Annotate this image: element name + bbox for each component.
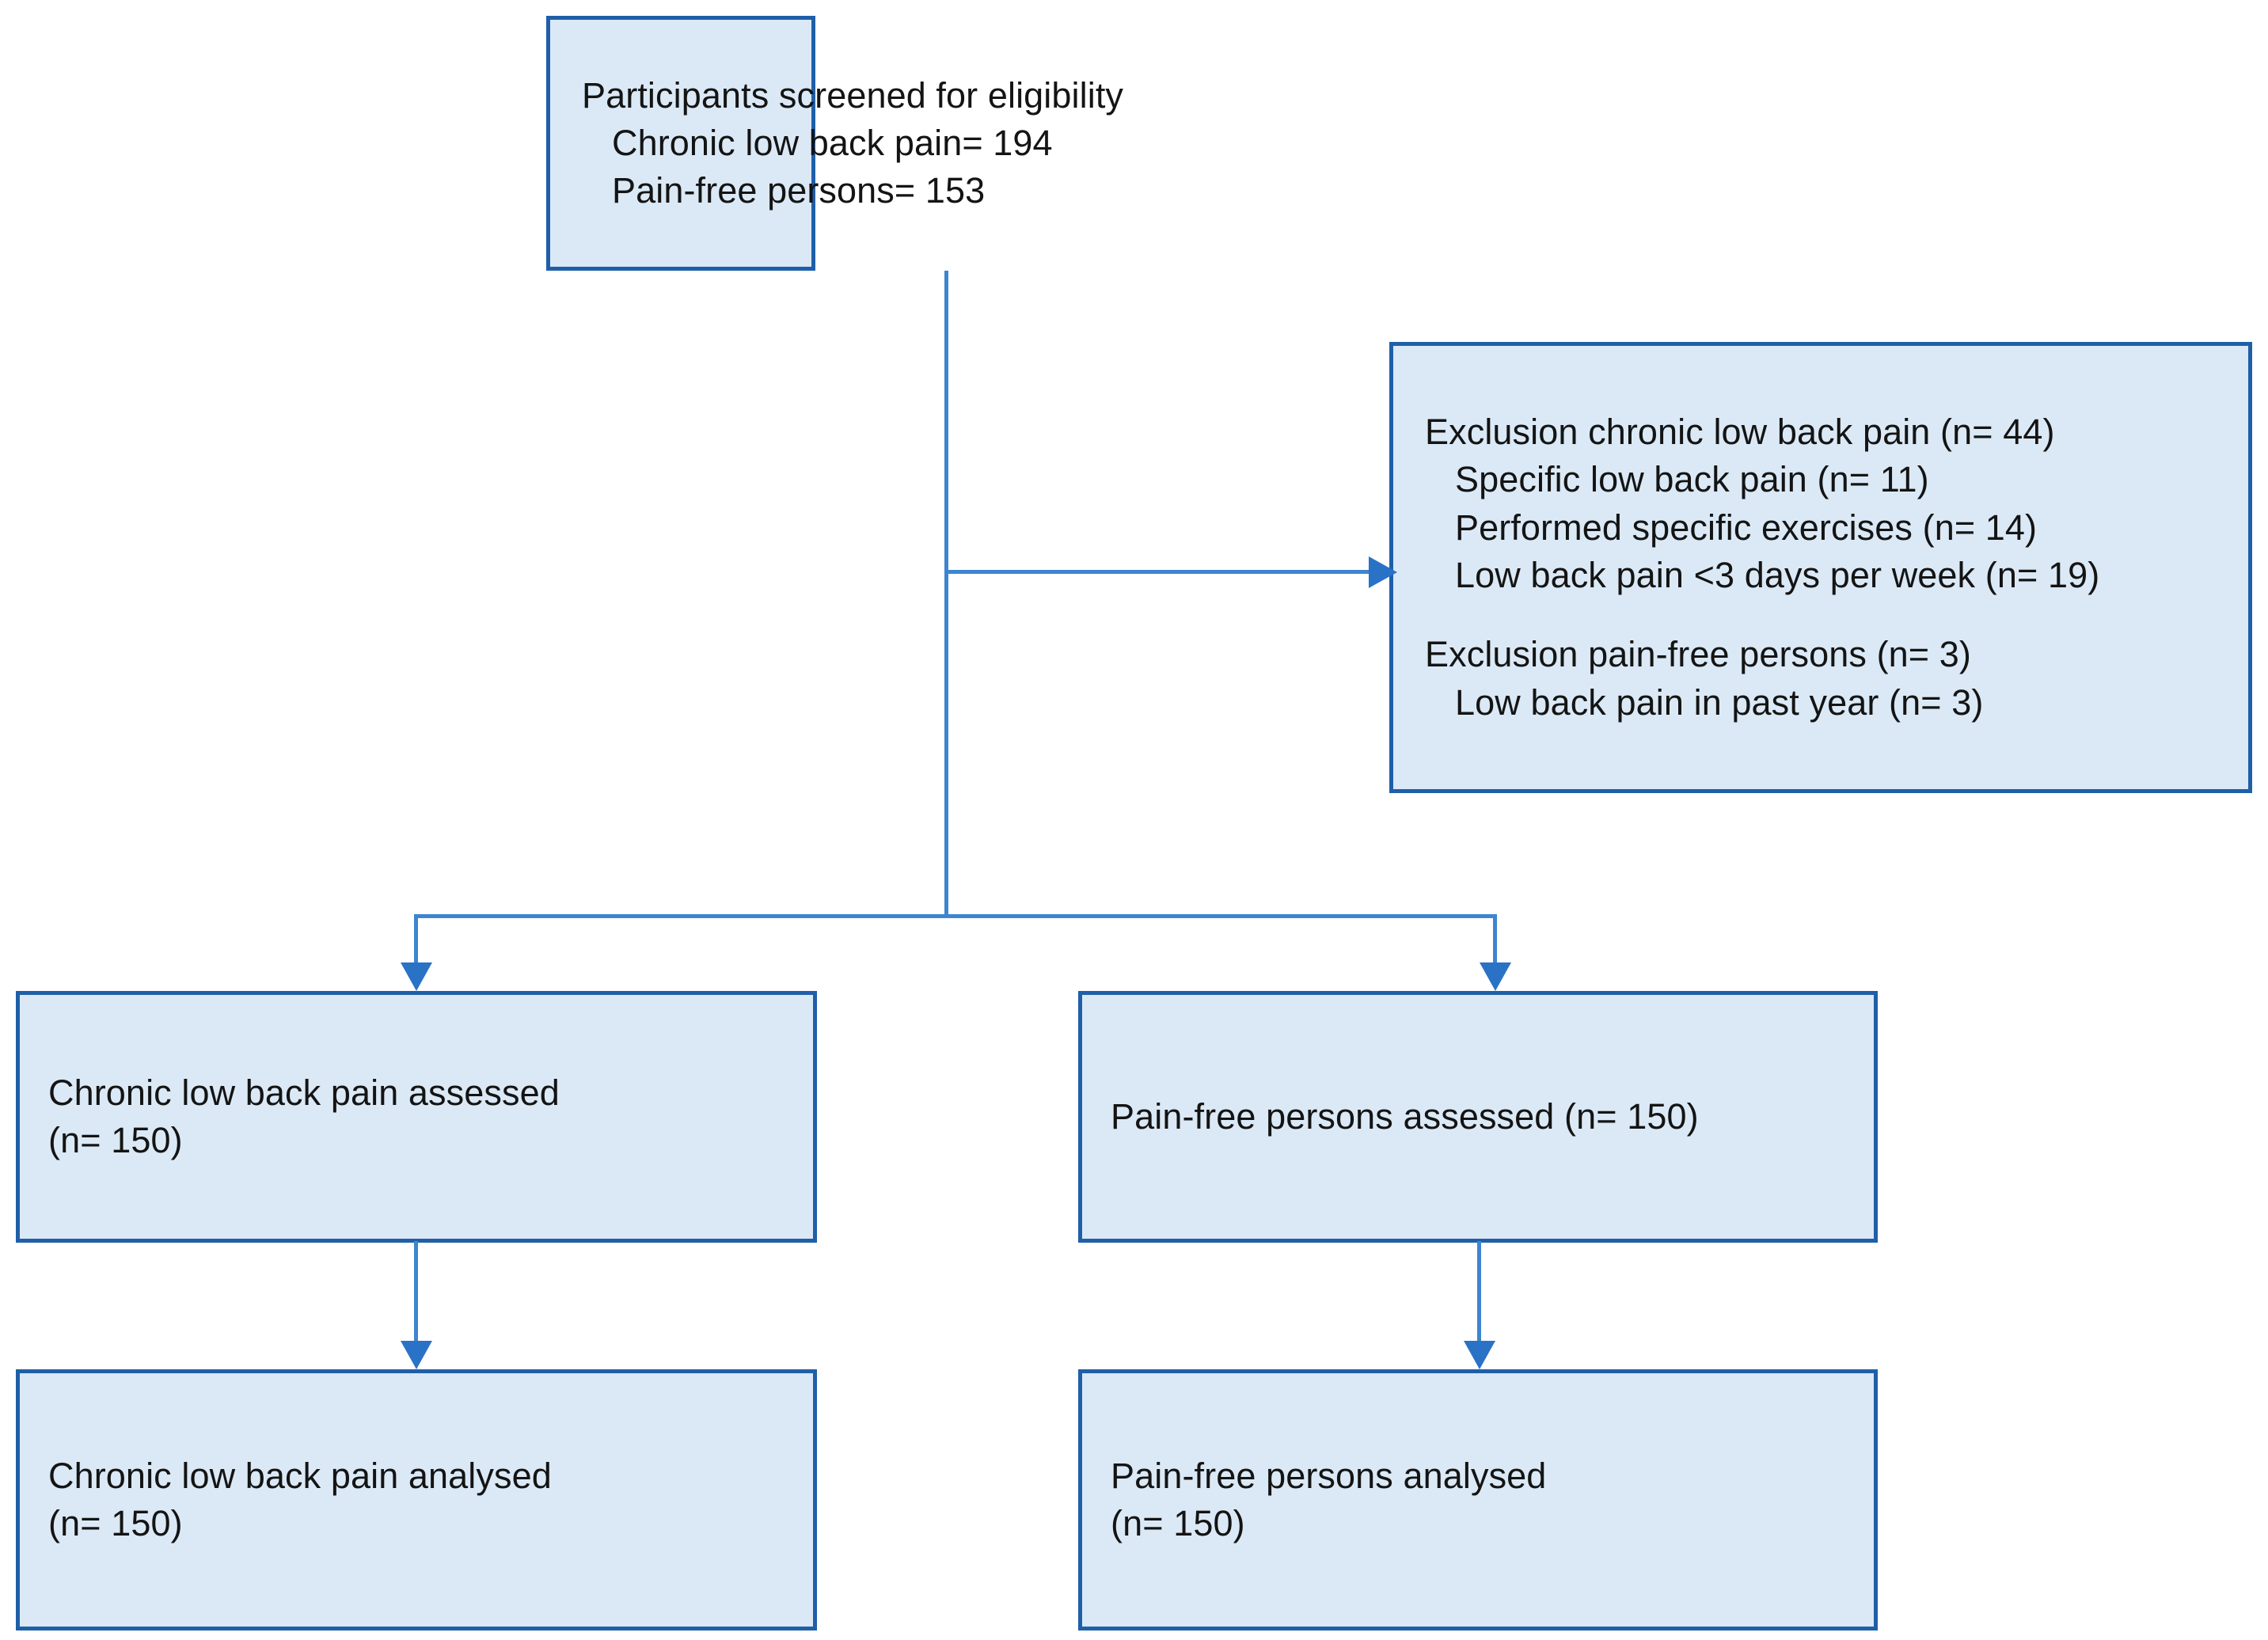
node-text-block: Chronic low back pain analysed (n= 150) xyxy=(48,1452,813,1548)
node-text-block: Pain-free persons analysed (n= 150) xyxy=(1111,1452,1874,1548)
connector-clbp-assessed-to-analysed xyxy=(414,1241,418,1342)
arrow-right-icon xyxy=(1369,556,1397,588)
connector-screened-to-split xyxy=(944,271,948,916)
node-line: Participants screened for eligibility xyxy=(582,74,1124,116)
node-pain-free-assessed[interactable]: Pain-free persons assessed (n= 150) xyxy=(1078,991,1878,1243)
node-line: Exclusion chronic low back pain (n= 44) xyxy=(1425,412,2055,453)
node-text-block: Participants screened for eligibility Ch… xyxy=(582,72,1124,215)
node-clbp-assessed[interactable]: Chronic low back pain assessed (n= 150) xyxy=(16,991,817,1243)
node-line: Exclusion pain-free persons (n= 3) xyxy=(1425,634,1972,675)
node-line: Low back pain in past year (n= 3) xyxy=(1455,681,1984,723)
node-line: Low back pain <3 days per week (n= 19) xyxy=(1455,555,2100,595)
node-line: Pain-free persons= 153 xyxy=(612,170,986,211)
node-exclusions[interactable]: Exclusion chronic low back pain (n= 44) … xyxy=(1389,342,2252,793)
node-pain-free-analysed[interactable]: Pain-free persons analysed (n= 150) xyxy=(1078,1369,1878,1631)
arrow-down-icon xyxy=(1480,962,1511,991)
arrow-down-icon xyxy=(1464,1341,1495,1369)
node-line: (n= 150) xyxy=(1111,1503,1245,1543)
node-text-block: Chronic low back pain assessed (n= 150) xyxy=(48,1069,813,1165)
node-line: (n= 150) xyxy=(48,1120,183,1160)
node-line: Pain-free persons analysed xyxy=(1111,1455,1547,1496)
connector-pain-free-assessed-to-analysed xyxy=(1477,1241,1481,1342)
node-participants-screened[interactable]: Participants screened for eligibility Ch… xyxy=(546,16,1124,271)
node-line: Pain-free persons assessed (n= 150) xyxy=(1111,1095,1699,1137)
node-line: Chronic low back pain assessed xyxy=(48,1072,560,1113)
node-line: Chronic low back pain analysed xyxy=(48,1455,552,1496)
node-clbp-analysed[interactable]: Chronic low back pain analysed (n= 150) xyxy=(16,1369,817,1631)
node-line: Specific low back pain (n= 11) xyxy=(1455,459,1929,500)
node-line: (n= 150) xyxy=(48,1503,183,1543)
node-line-spacer xyxy=(1425,599,2248,631)
arrow-down-icon xyxy=(401,962,432,991)
node-line: Chronic low back pain= 194 xyxy=(612,122,1053,163)
connector-split-left-drop xyxy=(414,914,418,984)
connector-split-right-drop xyxy=(1493,914,1497,984)
node-line: Performed specific exercises (n= 14) xyxy=(1455,507,2038,548)
connector-screened-to-exclusion xyxy=(944,570,1370,574)
arrow-down-icon xyxy=(401,1341,432,1369)
node-text-block: Pain-free persons assessed (n= 150) xyxy=(1111,1093,1874,1141)
node-text-block: Exclusion chronic low back pain (n= 44) … xyxy=(1425,408,2248,727)
connector-split-bar xyxy=(414,914,1497,918)
